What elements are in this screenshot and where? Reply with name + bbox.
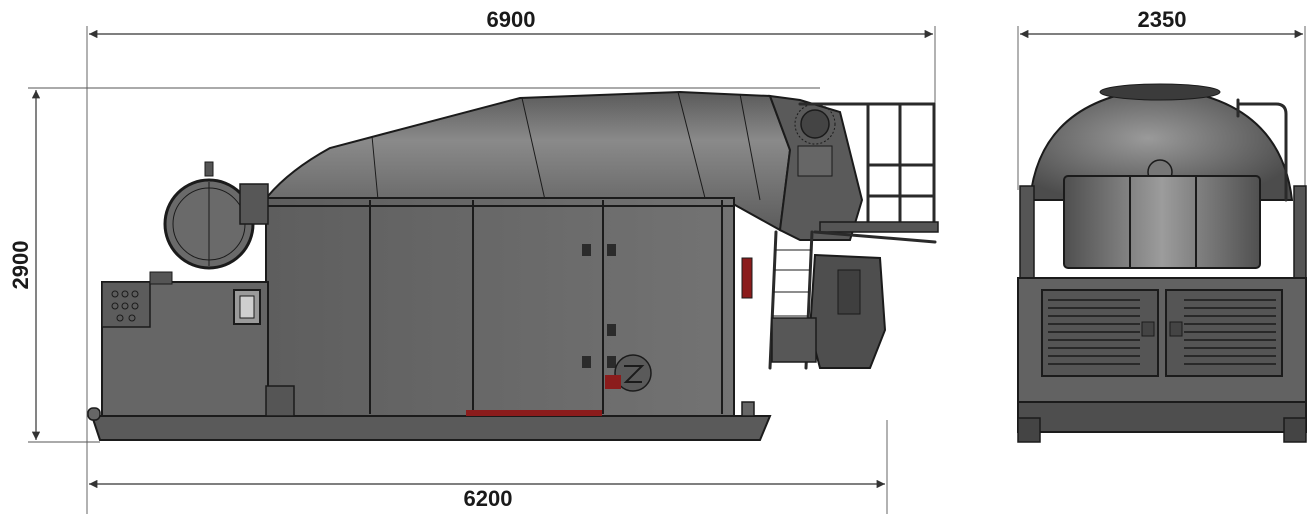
- dimension-label-base-length: 6200: [464, 486, 513, 511]
- left-vent: [1041, 289, 1159, 377]
- access-platform: [798, 102, 939, 244]
- water-tank: [1063, 175, 1261, 269]
- main-cabinet: [265, 197, 735, 417]
- front-base: [1017, 401, 1307, 433]
- red-reflector: [741, 257, 753, 299]
- dimension-label-height: 2900: [8, 241, 33, 290]
- base-skid: [90, 415, 772, 441]
- right-vent: [1165, 289, 1283, 377]
- dimension-label-overall-length: 6900: [487, 7, 536, 32]
- mixer-side-view: [87, 90, 939, 441]
- mixer-front-view: [1017, 83, 1307, 443]
- dimension-overall-length: 6900: [86, 7, 936, 425]
- dimension-height: 2900: [8, 87, 820, 443]
- dimension-base-length: 6200: [86, 420, 888, 514]
- dimension-width: 2350: [1017, 7, 1306, 190]
- ladder: [768, 230, 814, 370]
- door-latches: [582, 244, 616, 368]
- dimension-label-width: 2350: [1138, 7, 1187, 32]
